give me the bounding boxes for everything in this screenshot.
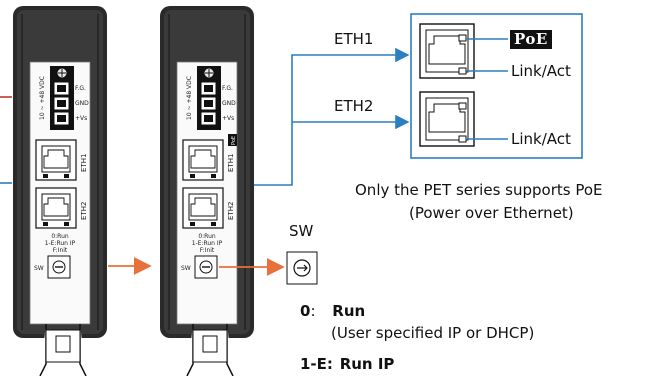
eth2-device-label-right: ETH2	[227, 202, 235, 220]
mode-0-desc: (User specified IP or DHCP)	[331, 324, 535, 342]
terminal-fg-right: F.G.	[222, 85, 233, 92]
link-act-label-1: Link/Act	[511, 62, 571, 80]
mode-1-key: 1-E	[300, 355, 327, 373]
device-left: 10 ~ +48 VDC F.G. GND +Vs ETH1 ETH2 0:Ru…	[13, 6, 107, 376]
voltage-label-right: 10 ~ +48 VDC	[186, 76, 193, 120]
terminal-screws-left	[53, 67, 70, 126]
mode-line-0-left: 0:Run	[51, 233, 69, 240]
mode-line-1-right: 1-E:Run IP	[192, 240, 223, 247]
rj45-port-2-icon	[419, 91, 475, 147]
device-right: 10 ~ +48 VDC F.G. GND +Vs ETH1 PoE ETH2 …	[160, 6, 254, 376]
mode-1-row: 1-E: Run IP	[300, 355, 394, 373]
eth1-device-label-right: ETH1	[227, 154, 235, 172]
mode-0-name: Run	[332, 302, 366, 320]
terminal-vs-right: +Vs	[222, 115, 234, 122]
link-act-label-2: Link/Act	[511, 130, 571, 148]
mode-0-key: 0	[300, 302, 311, 320]
mode-0-row: 0: Run	[300, 302, 365, 320]
terminal-screws-right	[200, 67, 217, 126]
eth2-label: ETH2	[334, 97, 374, 115]
rj45-eth2-left	[35, 187, 77, 229]
poe-mini-text: PoE	[231, 136, 237, 145]
terminal-gnd-right: GND	[222, 100, 236, 107]
rj45-eth1-left	[35, 139, 77, 181]
sw-device-label-right: SW	[181, 265, 191, 272]
poe-note-line2: (Power over Ethernet)	[409, 204, 574, 222]
mode-line-2-right: F:Init	[200, 247, 215, 254]
mode-line-1-left: 1-E:Run IP	[45, 240, 76, 247]
mode-line-2-left: F:Init	[53, 247, 68, 254]
rj45-eth2-right	[182, 187, 224, 229]
terminal-fg-left: F.G.	[75, 85, 86, 92]
terminal-vs-left: +Vs	[75, 115, 87, 122]
mode-1-sep: :	[326, 355, 333, 373]
mode-line-0-right: 0:Run	[198, 233, 216, 240]
rj45-eth1-right	[182, 139, 224, 181]
poe-mini-badge	[228, 134, 237, 146]
voltage-label-left: 10 ~ +48 VDC	[39, 76, 46, 120]
poe-badge: PoE	[510, 30, 552, 49]
eth1-label: ETH1	[334, 30, 374, 48]
mode-0-sep: :	[310, 302, 316, 320]
eth2-device-label-left: ETH2	[80, 202, 88, 220]
rj45-port-1-icon	[419, 23, 475, 79]
sw-callout-label: SW	[289, 222, 314, 240]
eth1-line	[254, 47, 410, 186]
sw-device-label-left: SW	[34, 265, 44, 272]
terminal-gnd-left: GND	[75, 100, 89, 107]
eth1-device-label-left: ETH1	[80, 154, 88, 172]
mode-1-name: Run IP	[339, 355, 395, 373]
poe-note-line1: Only the PET series supports PoE	[355, 181, 603, 199]
